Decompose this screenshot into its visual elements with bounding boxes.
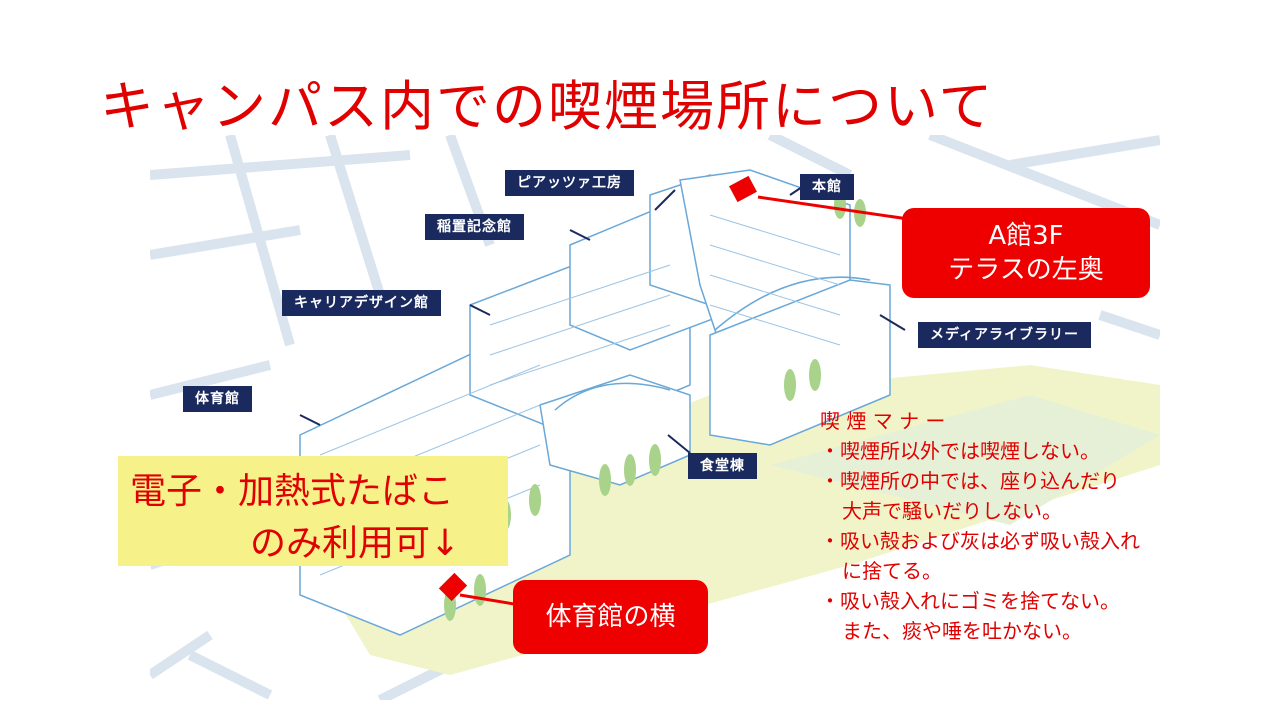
label-piazza: ピアッツァ工房 <box>505 170 634 196</box>
callout-a-line2: テラスの左奥 <box>948 255 1104 285</box>
callout-gym-side: 体育館の横 <box>513 580 708 654</box>
callout-a-line1: A館3F <box>988 221 1064 251</box>
label-inaoki: 稲置記念館 <box>425 214 524 240</box>
label-media: メディアライブラリー <box>918 322 1092 348</box>
smoking-manners: 喫 煙 マ ナ ー ・喫煙所以外では喫煙しない。 ・喫煙所の中では、座り込んだり… <box>820 406 1140 646</box>
label-cafeteria: 食堂棟 <box>688 453 757 479</box>
callout-line-gym <box>459 593 521 607</box>
callout-line-a <box>757 195 916 222</box>
notice-highlight <box>118 456 508 566</box>
notice-line1: 電子・加熱式たばこ <box>130 471 455 512</box>
manners-heading: 喫 煙 マ ナ ー <box>820 409 946 433</box>
manners-item: また、痰や唾を吐かない。 <box>842 619 1082 643</box>
manners-item: に捨てる。 <box>842 559 942 583</box>
page-title: キャンパス内での喫煙場所について <box>100 75 995 138</box>
label-gym: 体育館 <box>183 386 252 412</box>
media-building <box>709 279 891 446</box>
manners-item: ・喫煙所の中では、座り込んだり <box>820 469 1120 493</box>
manners-item: 大声で騒いだりしない。 <box>842 499 1062 523</box>
callout-a-building: A館3F テラスの左奥 <box>902 208 1150 298</box>
label-career: キャリアデザイン館 <box>282 290 441 316</box>
manners-item: ・吸い殻および灰は必ず吸い殻入れ <box>820 529 1140 553</box>
manners-item: ・喫煙所以外では喫煙しない。 <box>820 439 1100 463</box>
grass-area-2 <box>770 395 1160 525</box>
manners-item: ・吸い殻入れにゴミを捨てない。 <box>820 589 1120 613</box>
building-details <box>319 214 841 576</box>
label-honkan: 本館 <box>800 174 854 200</box>
notice-line2: のみ利用可↓ <box>250 523 461 564</box>
